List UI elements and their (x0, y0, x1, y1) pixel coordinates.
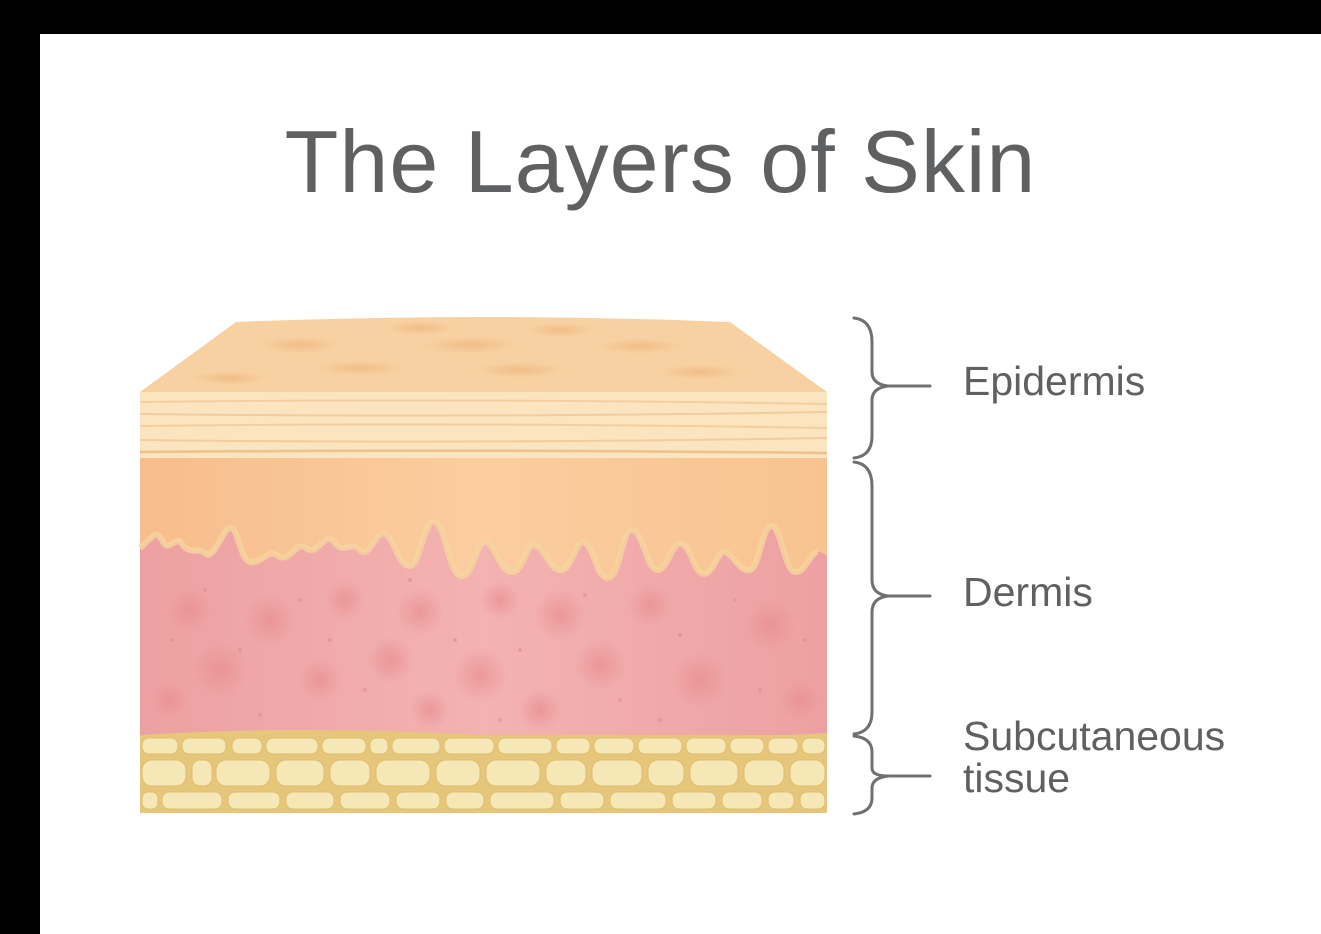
surface-spot (260, 336, 340, 354)
surface-spot (598, 338, 682, 354)
epidermis-label: Epidermis (963, 361, 1145, 403)
subcutaneous-label-line-2: tissue (963, 758, 1225, 800)
surface-spot (422, 336, 518, 354)
epidermis-bracket (854, 318, 930, 458)
surface-spot (192, 371, 268, 385)
subcutaneous-tissue-label: Subcutaneous tissue (963, 716, 1225, 800)
surface-spot (386, 321, 454, 335)
surface-spot (524, 323, 596, 337)
surface-spot (660, 364, 740, 380)
subcutaneous-bracket (854, 736, 930, 814)
dermis-label: Dermis (963, 572, 1093, 614)
surface-spot (474, 362, 566, 378)
surface-spot (316, 360, 404, 376)
subcutaneous-label-line-1: Subcutaneous (963, 716, 1225, 758)
dermis-bracket (854, 462, 930, 734)
